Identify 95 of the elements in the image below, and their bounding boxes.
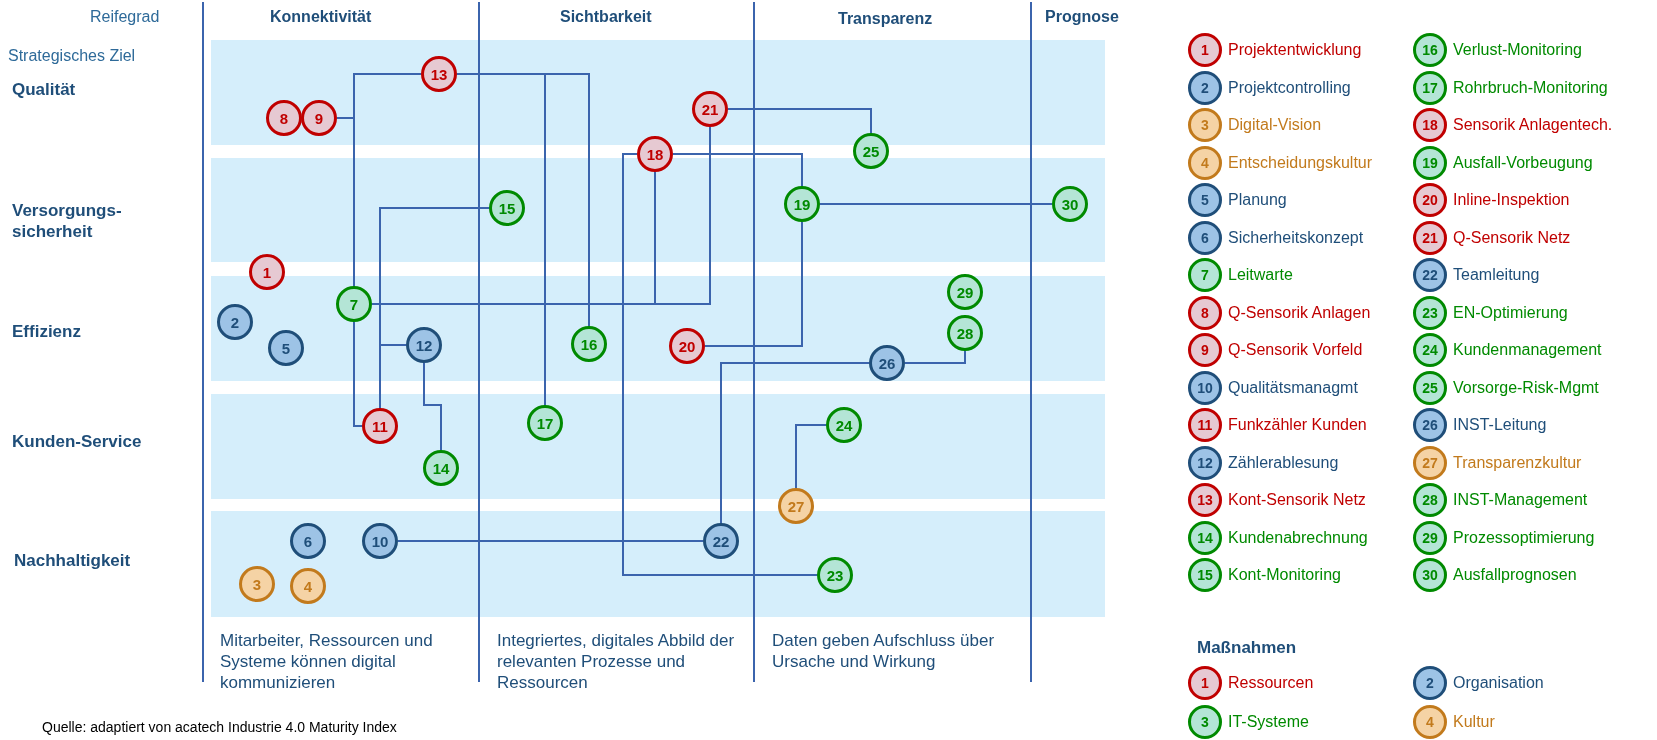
description-text: Daten geben Aufschluss über Ursache und Wirkung <box>772 630 996 672</box>
row-heading: Qualität <box>12 80 76 100</box>
node-label: Kundenabrechnung <box>1228 528 1368 547</box>
number-circle: 11 <box>1188 408 1222 442</box>
number-circle: 28 <box>1413 483 1447 517</box>
connector-line <box>397 540 704 542</box>
number-circle: 3 <box>1188 108 1222 142</box>
number-circle: 14 <box>1188 520 1222 555</box>
node-label: INST-Leitung <box>1453 416 1547 434</box>
node-label: Rohrbruch-Monitoring <box>1453 78 1608 97</box>
row-heading: Effizienz <box>12 322 81 342</box>
node-label: Digital-Vision <box>1228 116 1322 134</box>
column-heading: Prognose <box>1045 8 1119 26</box>
node-label: Sicherheitskonzept <box>1228 228 1364 247</box>
axis-title: Reifegrad <box>90 8 160 26</box>
node-label: Inline-Inspektion <box>1453 191 1570 209</box>
number-circle: 18 <box>1413 108 1447 142</box>
number-circle: 30 <box>1413 558 1447 592</box>
connector-line <box>672 153 803 187</box>
node-label: Q-Sensorik Netz <box>1453 228 1571 247</box>
node-label: Organisation <box>1453 674 1544 692</box>
number-circle: 4 <box>1188 145 1222 180</box>
node-label: Verlust-Monitoring <box>1453 41 1582 59</box>
number-circle: 8 <box>1188 295 1222 330</box>
number-circle: 2 <box>1188 70 1222 105</box>
node-label: Ausfallprognosen <box>1453 566 1577 584</box>
number-circle: 21 <box>1413 220 1447 255</box>
connector-line <box>353 321 363 427</box>
node-label: EN-Optimierung <box>1453 303 1568 322</box>
node-label: INST-Management <box>1453 491 1588 509</box>
node-label: Kont-Monitoring <box>1228 566 1341 584</box>
number-circle: 24 <box>1413 333 1447 367</box>
number-circle: 26 <box>1413 408 1447 442</box>
number-circle: 15 <box>1188 558 1222 592</box>
column-heading: Maßnahmen <box>1197 638 1297 658</box>
number-circle: 22 <box>1413 258 1447 292</box>
node-label: Teamleitung <box>1453 266 1540 284</box>
connector-line <box>795 424 827 489</box>
number-circle: 29 <box>1413 520 1447 555</box>
node-label: Entscheidungskultur <box>1228 153 1373 172</box>
source-caption: Quelle: adaptiert von acatech Industrie 4.0 Maturity Index <box>42 719 397 735</box>
node-label: Zählerablesung <box>1228 453 1339 472</box>
connector-line <box>704 221 803 347</box>
number-circle: 12 <box>1188 445 1222 480</box>
node-label: Projektentwicklung <box>1228 41 1362 59</box>
number-circle: 20 <box>1413 183 1447 217</box>
node-label: Leitwarte <box>1228 266 1293 284</box>
node-label: Q-Sensorik Anlagen <box>1228 303 1371 322</box>
node-label: Sensorik Anlagentech. <box>1453 116 1613 134</box>
number-circle: 10 <box>1188 370 1222 405</box>
number-circle: 3 <box>1188 705 1222 739</box>
number-circle: 19 <box>1413 145 1447 180</box>
number-circle: 6 <box>1188 220 1222 255</box>
node-label: Planung <box>1228 191 1287 209</box>
number-circle: 13 <box>1188 483 1222 517</box>
number-circle: 1 <box>1188 33 1222 67</box>
description-text: Mitarbeiter, Ressourcen und Systeme können digital kommunizieren <box>220 630 434 693</box>
number-circle: 23 <box>1413 295 1447 330</box>
number-circle: 16 <box>1413 33 1447 67</box>
row-heading: Versorgungs-sicherheit <box>12 200 123 242</box>
node-label: Ausfall-Vorbeugung <box>1453 153 1593 172</box>
number-circle: 7 <box>1188 258 1222 292</box>
row-heading: Strategisches Ziel <box>8 47 136 65</box>
row-heading: Kunden-Service <box>12 432 142 452</box>
node-label: Ressourcen <box>1228 674 1314 692</box>
connector-line <box>720 362 870 524</box>
connector-line <box>622 153 818 576</box>
column-heading: Konnektivität <box>270 8 372 26</box>
node-label: Kont-Sensorik Netz <box>1228 491 1366 509</box>
node-label: Vorsorge-Risk-Mgmt <box>1453 378 1599 397</box>
node-label: Funkzähler Kunden <box>1228 416 1367 434</box>
number-circle: 17 <box>1413 70 1447 105</box>
column-heading: Sichtbarkeit <box>560 8 652 26</box>
row-heading: Nachhaltigkeit <box>14 551 131 571</box>
connector-line <box>819 203 1053 205</box>
number-circle: 2 <box>1413 666 1447 700</box>
node-label: IT-Systeme <box>1228 713 1309 731</box>
number-circle: 4 <box>1413 705 1447 739</box>
node-label: Kultur <box>1453 713 1495 731</box>
node-label: Q-Sensorik Vorfeld <box>1228 341 1363 359</box>
node-label: Kundenmanagement <box>1453 341 1602 359</box>
connector-line <box>904 350 966 364</box>
column-heading: Transparenz <box>838 10 933 28</box>
node-label: Qualitätsmanagmt <box>1228 378 1358 397</box>
number-circle: 1 <box>1188 666 1222 700</box>
node-label: Prozessoptimierung <box>1453 528 1595 547</box>
number-circle: 9 <box>1188 333 1222 367</box>
node-label: Transparenzkultur <box>1453 453 1582 472</box>
node-label: Projektcontrolling <box>1228 78 1351 97</box>
number-circle: 25 <box>1413 370 1447 405</box>
number-circle: 27 <box>1413 445 1447 480</box>
number-circle: 5 <box>1188 183 1222 217</box>
connector-line <box>423 362 442 451</box>
connector-line <box>727 108 872 134</box>
description-text: Integriertes, digitales Abbild der relevanten Prozesse und Ressourcen <box>497 630 736 693</box>
